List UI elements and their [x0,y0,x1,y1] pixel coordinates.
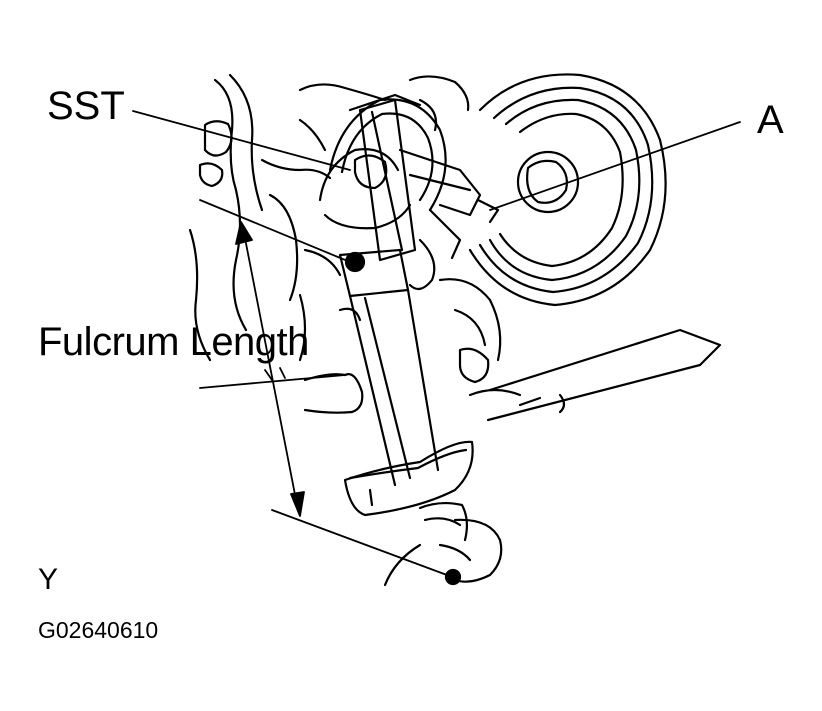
sst-tool [318,93,500,291]
dimension-arrow-top [235,221,253,245]
dimension-line [242,227,299,511]
dimension-tick-marks [264,367,286,381]
handle-stopper [343,440,474,517]
crankshaft-pulley [468,73,667,307]
dimension-arrow-bottom [290,491,305,517]
fulcrum-length-label: Fulcrum Length [38,320,309,364]
a-leader-line [489,121,741,211]
breaker-bar [303,98,440,487]
leader-lines [132,110,741,389]
a-label: A [757,98,784,142]
y-label: Y [38,563,59,596]
y-reference-line [271,509,456,579]
fulcrum-dimension [235,221,456,579]
fulcrum-upper-leader [199,199,351,263]
sst-label: SST [47,84,125,128]
sst-leader-line [132,110,351,171]
figure-code: G02640610 [38,617,159,643]
crossmember [486,328,722,422]
